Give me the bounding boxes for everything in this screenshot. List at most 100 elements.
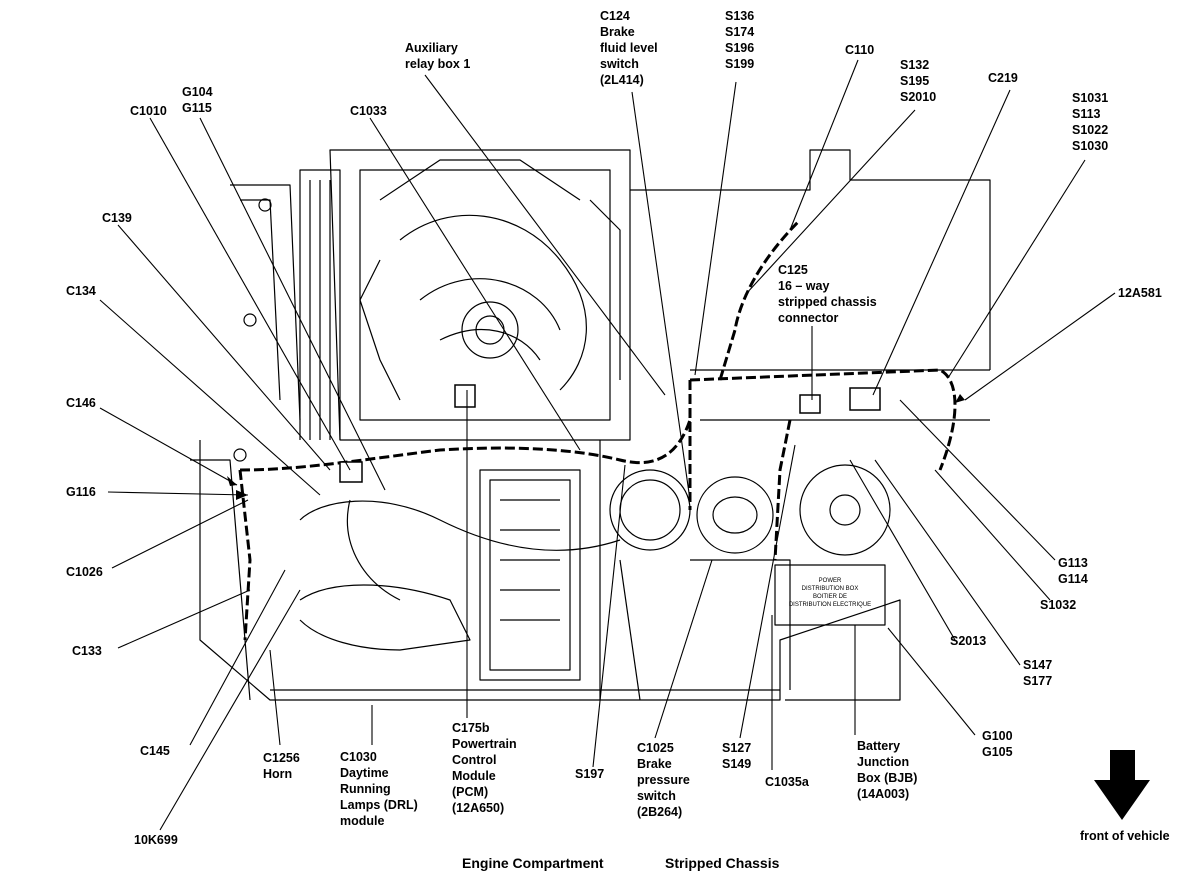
- label-line: C124: [600, 9, 630, 23]
- label-line: G114: [1058, 572, 1088, 586]
- label-line: C219: [988, 71, 1018, 85]
- label-line: S1030: [1072, 139, 1109, 153]
- label-line: C110: [845, 43, 875, 57]
- label-line: Lamps (DRL): [340, 798, 418, 812]
- label-line: connector: [778, 311, 839, 325]
- label-line: (2L414): [600, 73, 644, 87]
- bjb-text-3: BOITIER DE: [813, 594, 847, 600]
- label-line: G115: [182, 101, 212, 115]
- label-line: Box (BJB): [857, 771, 918, 785]
- caption-stripped-chassis: Stripped Chassis: [665, 855, 780, 871]
- label-line: C125: [778, 263, 808, 277]
- label-line: C139: [102, 211, 132, 225]
- label-line: (12A650): [452, 801, 505, 815]
- label-line: S113: [1072, 107, 1101, 121]
- label-line: C1026: [66, 565, 103, 579]
- label-line: G116: [66, 485, 96, 499]
- label-s2013: S2013: [950, 633, 986, 649]
- label-line: C1035a: [765, 775, 809, 789]
- label-c145: C145: [140, 743, 170, 759]
- label-line: Control: [452, 753, 497, 767]
- label-line: S1032: [1040, 598, 1077, 612]
- label-line: (14A003): [857, 787, 910, 801]
- label-c110: C110: [845, 42, 874, 58]
- label-line: fluid level: [600, 41, 658, 55]
- label-auxiliary-relay-box: Auxiliary relay box 1: [405, 40, 470, 72]
- label-c133: C133: [72, 643, 102, 659]
- label-line: G100: [982, 729, 1013, 743]
- label-s197: S197: [575, 766, 604, 782]
- label-12a581: 12A581: [1118, 285, 1162, 301]
- label-line: stripped chassis: [778, 295, 877, 309]
- label-line: C1025: [637, 741, 674, 755]
- label-line: G113: [1058, 556, 1088, 570]
- label-line: S127: [722, 741, 752, 755]
- label-line: S199: [725, 57, 755, 71]
- arrow-down-icon: [1094, 750, 1150, 820]
- label-line: Powertrain: [452, 737, 517, 751]
- label-c219: C219: [988, 70, 1018, 86]
- caption-front-of-vehicle: front of vehicle: [1080, 829, 1170, 843]
- label-line: Brake: [637, 757, 672, 771]
- label-line: C1030: [340, 750, 377, 764]
- label-c1026: C1026: [66, 564, 103, 580]
- label-line: Module: [452, 769, 496, 783]
- label-line: Junction: [857, 755, 910, 769]
- label-line: Brake: [600, 25, 635, 39]
- label-line: module: [340, 814, 385, 828]
- label-c125: C125 16 – way stripped chassis connector: [778, 262, 877, 326]
- label-line: C145: [140, 744, 170, 758]
- label-line: Daytime: [340, 766, 389, 780]
- label-line: switch: [600, 57, 639, 71]
- label-line: C1256: [263, 751, 300, 765]
- label-c146: C146: [66, 395, 96, 411]
- label-line: S1031: [1072, 91, 1109, 105]
- label-line: C146: [66, 396, 96, 410]
- label-line: (2B264): [637, 805, 683, 819]
- label-line: 10K699: [134, 833, 178, 847]
- label-line: S177: [1023, 674, 1053, 688]
- label-line: S132: [900, 58, 930, 72]
- label-line: G105: [982, 745, 1013, 759]
- label-line: C175b: [452, 721, 490, 735]
- label-line: relay box 1: [405, 57, 471, 71]
- label-g116: G116: [66, 484, 96, 500]
- label-line: C133: [72, 644, 102, 658]
- caption-engine-compartment: Engine Compartment: [462, 855, 604, 871]
- label-line: pressure: [637, 773, 690, 787]
- label-line: S174: [725, 25, 755, 39]
- label-10k699: 10K699: [134, 832, 178, 848]
- label-line: Horn: [263, 767, 293, 781]
- label-line: Auxiliary: [405, 41, 458, 55]
- label-line: S149: [722, 757, 752, 771]
- label-line: 12A581: [1118, 286, 1162, 300]
- label-line: S197: [575, 767, 605, 781]
- label-line: C134: [66, 284, 96, 298]
- label-line: C1033: [350, 104, 387, 118]
- label-c139: C139: [102, 210, 132, 226]
- label-line: C1010: [130, 104, 167, 118]
- bjb-text-4: DISTRIBUTION ELECTRIQUE: [789, 602, 871, 608]
- label-line: S147: [1023, 658, 1053, 672]
- bjb-text-2: DISTRIBUTION BOX: [802, 586, 859, 592]
- label-c134: C134: [66, 283, 96, 299]
- label-line: 16 – way: [778, 279, 830, 293]
- label-line: S2010: [900, 90, 937, 104]
- bjb-text-1: POWER: [819, 578, 842, 584]
- label-line: S1022: [1072, 123, 1109, 137]
